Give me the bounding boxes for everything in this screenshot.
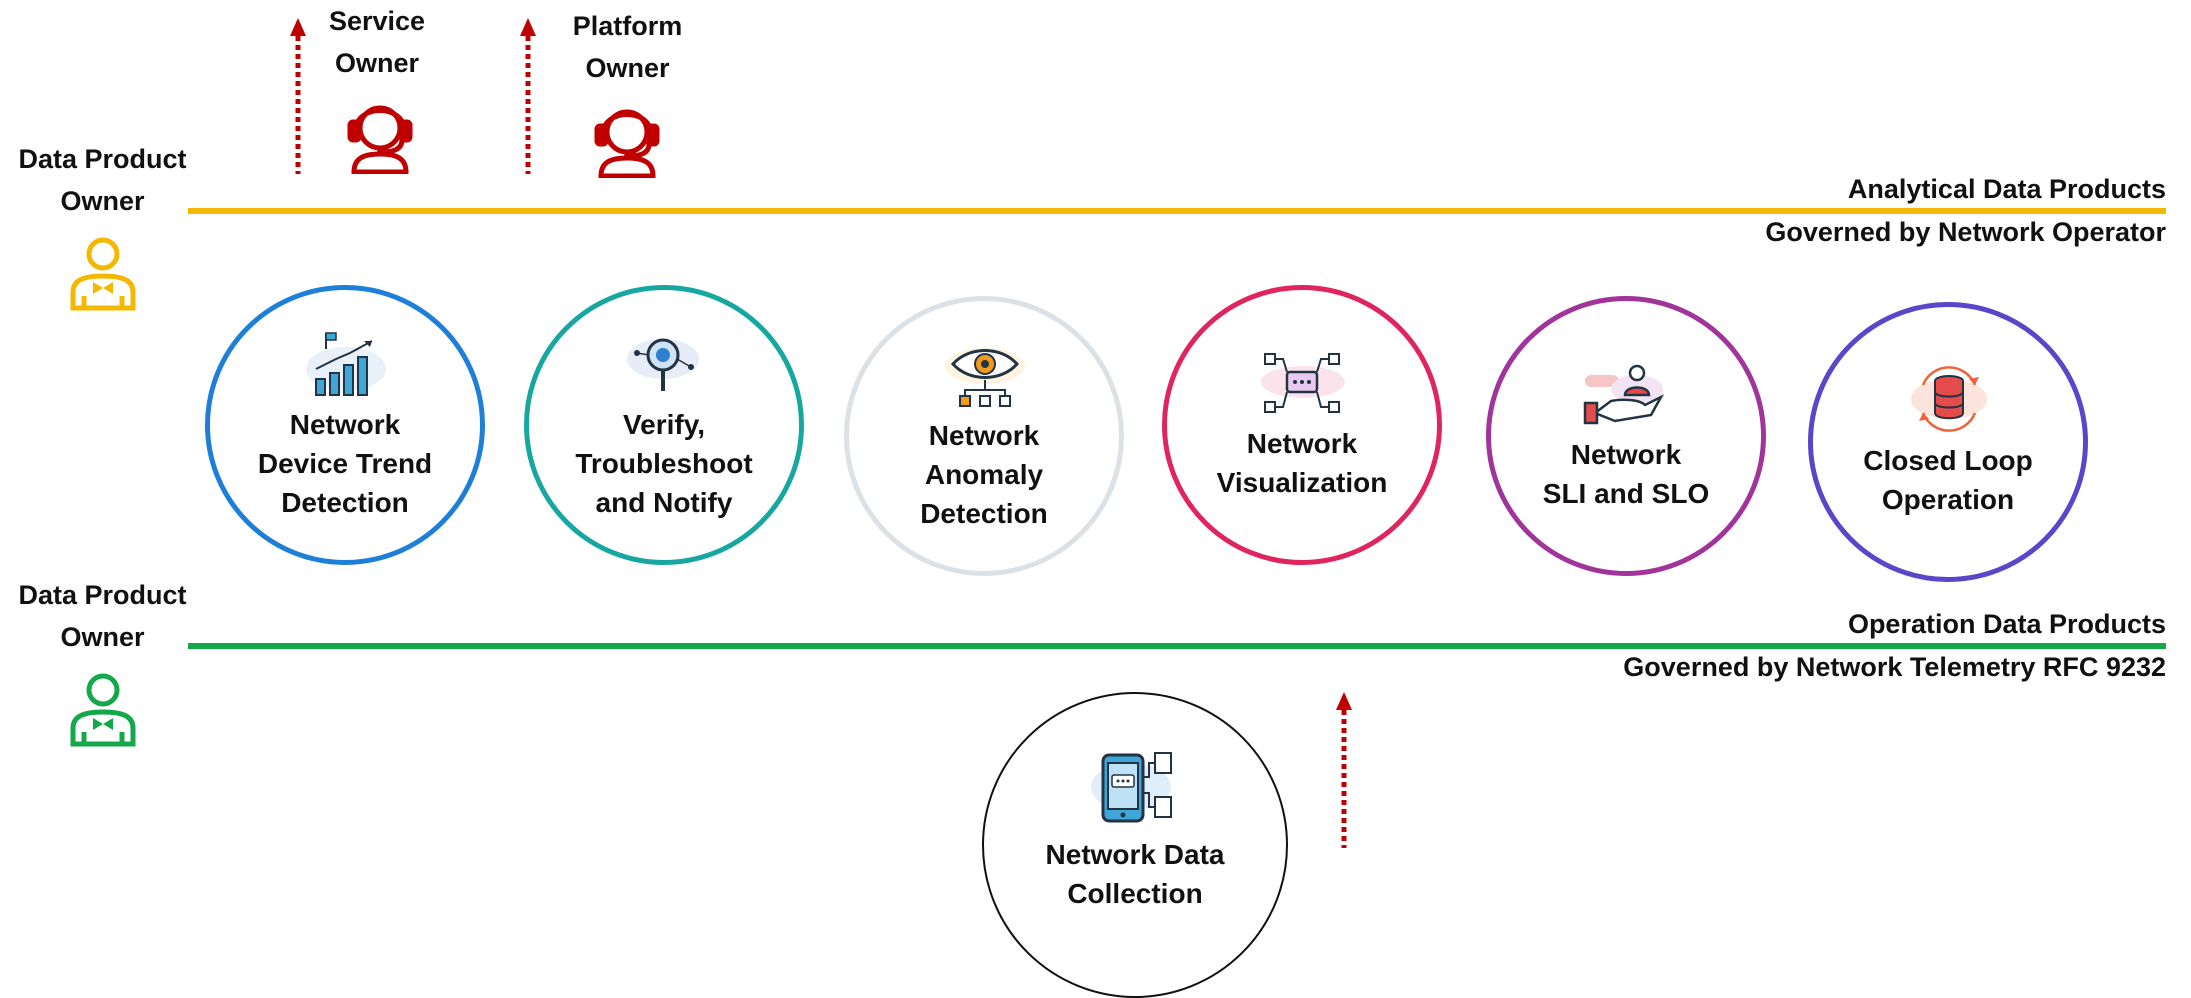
tablet-data-icon	[1091, 752, 1172, 823]
data-product-owner-bottom-label: Data Product Owner	[18, 580, 187, 652]
data-product-closed-loop-operation: Closed Loop Operation	[1808, 302, 2088, 582]
platform-owner-headset-icon	[594, 109, 660, 178]
operation-layer-line	[188, 643, 2166, 649]
service-owner-headset-icon	[347, 105, 413, 174]
data-product-label: Verify, Troubleshoot and Notify	[575, 408, 753, 518]
network-nodes-icon	[1261, 353, 1345, 413]
eye-icon	[945, 347, 1025, 407]
collection-label: Network Data Collection	[1045, 839, 1225, 909]
data-product-label: Network Device Trend Detection	[257, 408, 433, 518]
data-product-owner-top-icon	[70, 237, 136, 311]
data-product-verify-troubleshoot-notify: Verify, Troubleshoot and Notify	[524, 285, 804, 565]
operation-layer-governance: Governed by Network Telemetry RFC 9232	[1623, 652, 2166, 682]
magnifier-icon	[627, 338, 699, 391]
data-product-owner-top-label: Data Product Owner	[18, 144, 187, 216]
data-product-label: Network Visualization	[1216, 428, 1388, 498]
collection-arrow	[1336, 692, 1352, 848]
service-owner-label: Service Owner	[328, 6, 426, 78]
platform-owner-label: Platform Owner	[572, 11, 683, 83]
data-product-network-visualization: Network Visualization	[1162, 285, 1442, 565]
bar-chart-icon	[306, 331, 386, 396]
data-product-network-sli-and-slo: Network SLI and SLO	[1486, 296, 1766, 576]
data-product-label: Network Anomaly Detection	[920, 419, 1048, 529]
analytical-layer-title: Analytical Data Products	[1847, 174, 2166, 204]
data-product-label: Closed Loop Operation	[1863, 445, 2033, 515]
platform-owner-arrow	[520, 18, 536, 174]
data-product-network-anomaly-detection: Network Anomaly Detection	[844, 296, 1124, 576]
hand-user-icon	[1583, 364, 1665, 425]
operation-layer-title: Operation Data Products	[1847, 609, 2166, 639]
analytical-layer-line	[188, 208, 2166, 214]
database-cycle-icon	[1911, 366, 1987, 432]
data-product-network-device-trend-detection: Network Device Trend Detection	[205, 285, 485, 565]
service-owner-arrow	[290, 18, 306, 174]
data-product-label: Network SLI and SLO	[1542, 439, 1710, 509]
data-product-owner-bottom-icon	[70, 673, 136, 747]
analytical-layer-governance: Governed by Network Operator	[1765, 217, 2166, 247]
network-data-collection: Network Data Collection	[982, 692, 1288, 998]
